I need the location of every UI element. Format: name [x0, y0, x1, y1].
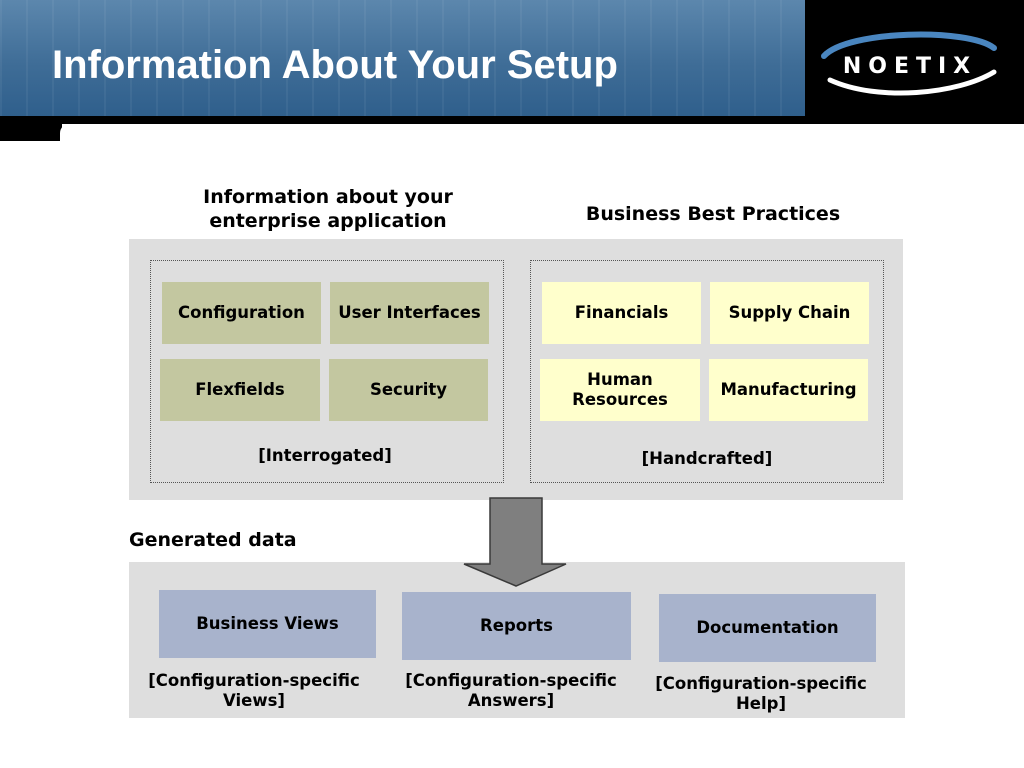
noetix-logo: NOETIX [821, 31, 997, 96]
reports-box: Reports [402, 592, 631, 660]
user-interfaces-box: User Interfaces [330, 282, 489, 344]
generated-heading: Generated data [129, 529, 297, 551]
arrow-shape [463, 497, 567, 587]
header-notch [0, 124, 62, 141]
interrogated-group [150, 260, 504, 483]
left-heading: Information about your enterprise applic… [203, 186, 453, 232]
logo-text: NOETIX [843, 54, 977, 79]
manufacturing-box: Manufacturing [709, 359, 868, 421]
security-box: Security [329, 359, 488, 421]
financials-box: Financials [542, 282, 701, 344]
flexfields-box: Flexfields [160, 359, 320, 421]
header-texture [0, 0, 805, 116]
configuration-box: Configuration [162, 282, 321, 344]
content-corner [60, 124, 820, 141]
handcrafted-label: [Handcrafted] [641, 449, 773, 468]
human-resources-box: Human Resources [540, 359, 700, 421]
handcrafted-group [530, 260, 884, 483]
reports-tag: [Configuration-specific Answers] [405, 671, 617, 710]
logo-swoosh-top [821, 31, 997, 59]
header-underline [0, 116, 805, 124]
page-title: Information About Your Setup [52, 43, 618, 87]
logo-swoosh-bottom [827, 69, 997, 96]
interrogated-label: [Interrogated] [258, 446, 392, 465]
documentation-tag: [Configuration-specific Help] [655, 674, 867, 713]
logo-block [805, 0, 1024, 124]
right-heading: Business Best Practices [585, 203, 841, 225]
header-banner [0, 0, 805, 116]
supply-chain-box: Supply Chain [710, 282, 869, 344]
down-arrow-icon [463, 497, 567, 587]
business-views-box: Business Views [159, 590, 376, 658]
documentation-box: Documentation [659, 594, 876, 662]
business-views-tag: [Configuration-specific Views] [148, 671, 360, 710]
